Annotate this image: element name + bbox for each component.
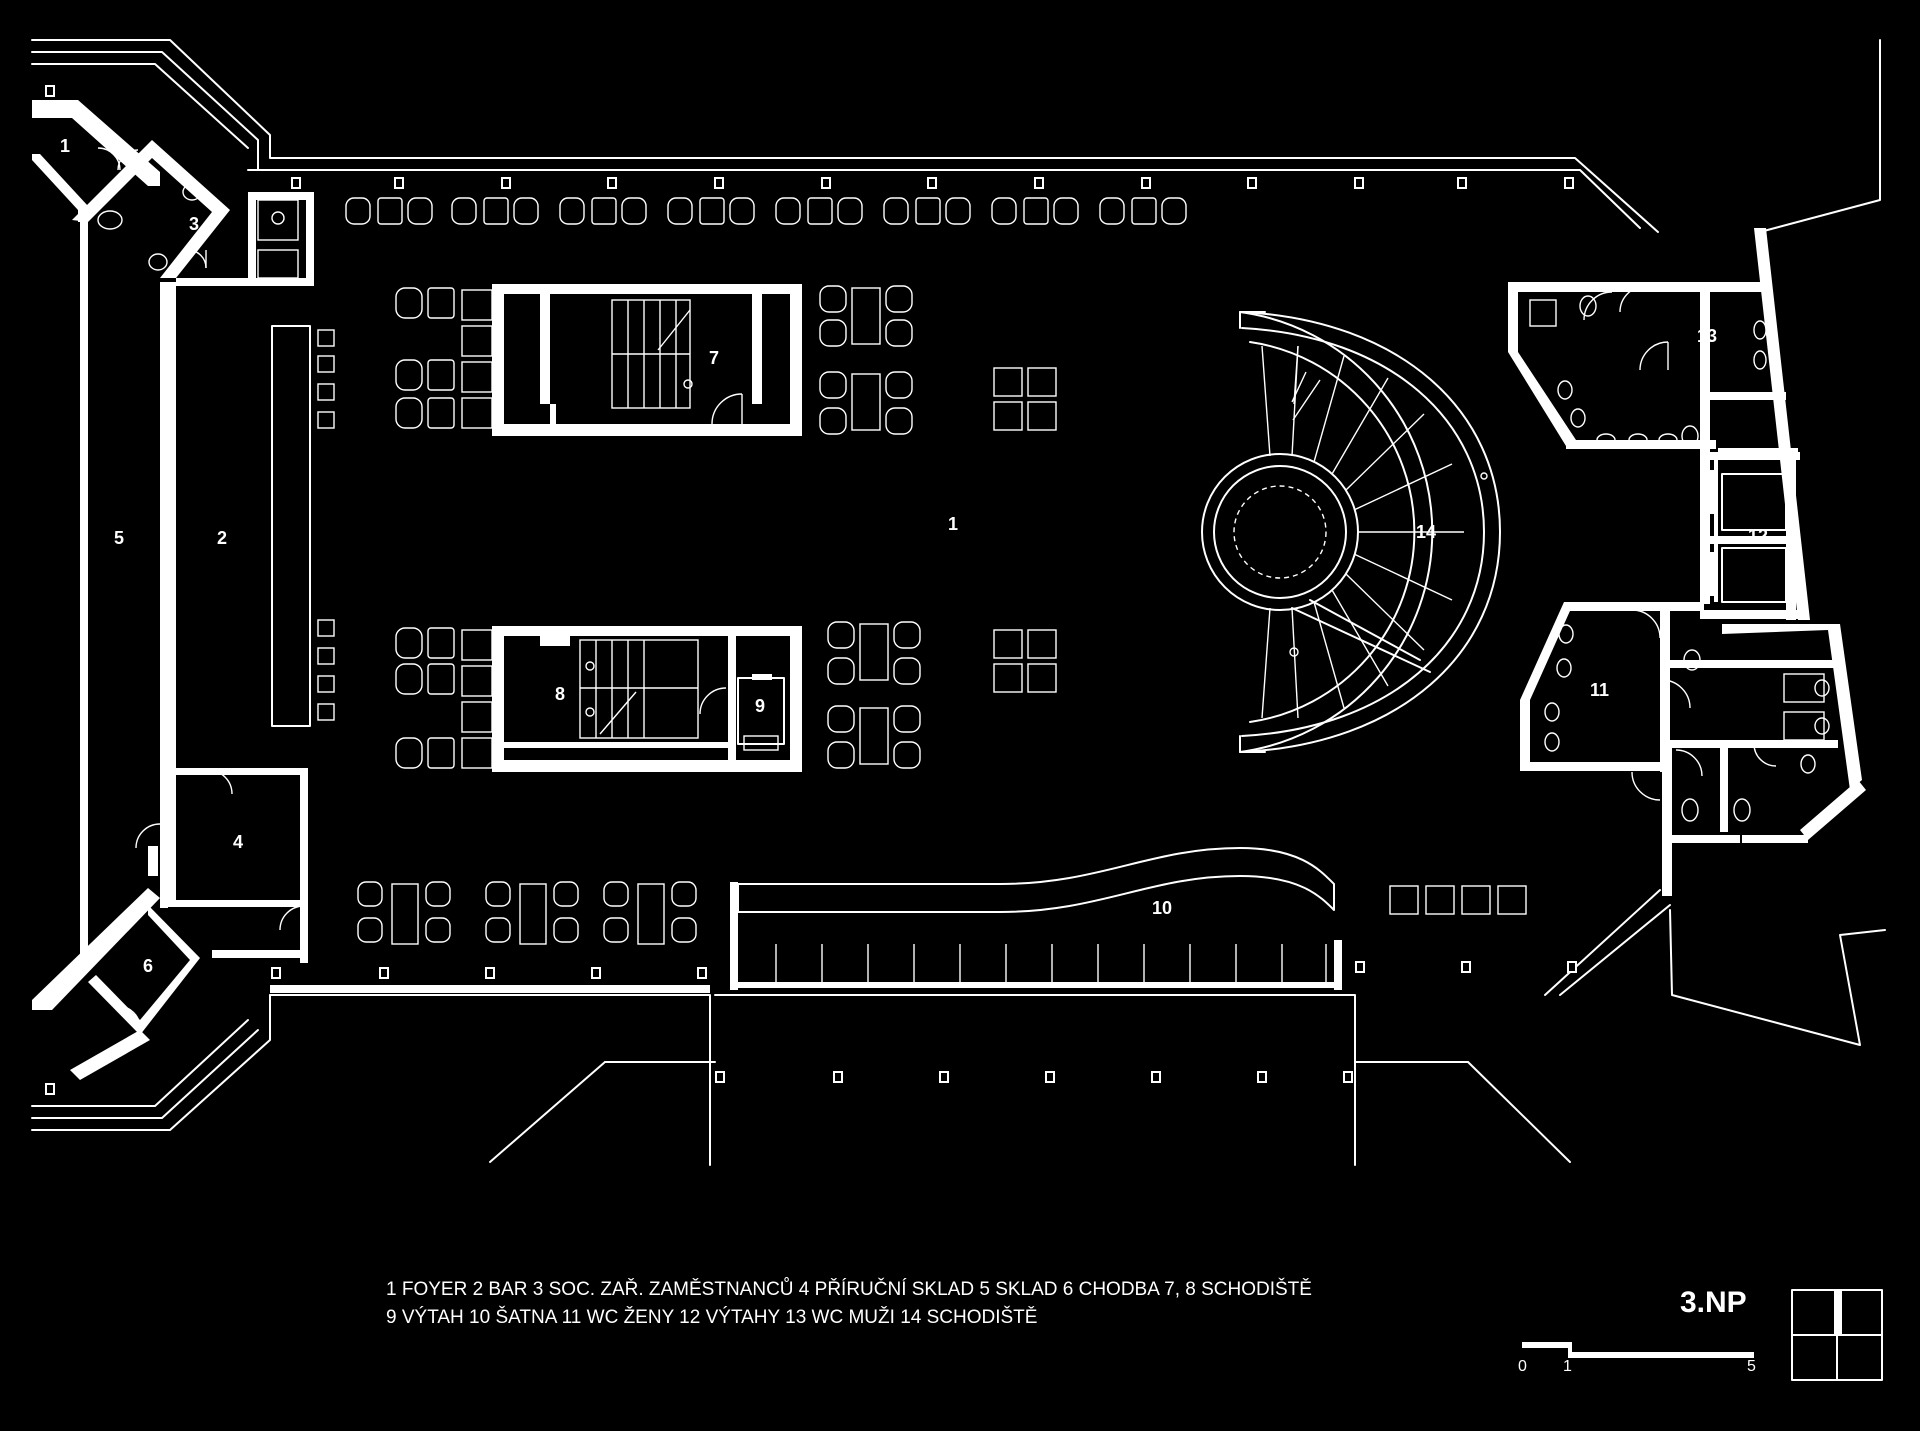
stair-core-7 (492, 284, 802, 436)
room-label-10: 10 (1152, 898, 1172, 918)
top-seating (345, 197, 1187, 225)
walls (32, 100, 1866, 1080)
floor-label: 3.NP (1680, 1286, 1747, 1319)
seating-core-7 (395, 285, 1057, 435)
spiral-stair-14 (1201, 311, 1501, 753)
legend-line-2: 9 VÝTAH 10 ŠATNA 11 WC ŽENY 12 VÝTAHY 13… (386, 1307, 1038, 1328)
room-label-4: 4 (233, 832, 243, 852)
room-label-2: 2 (217, 528, 227, 548)
wc-fixtures (1529, 285, 1830, 822)
scale-bar (1522, 1342, 1754, 1358)
bottom-seating (357, 881, 697, 945)
room-legend: 1 FOYER 2 BAR 3 SOC. ZAŘ. ZAMĚSTNANCŮ 4 … (386, 1276, 1312, 1332)
seating-core-8 (395, 621, 1057, 769)
room-label-8: 8 (555, 684, 565, 704)
key-plan-icon (1791, 1289, 1883, 1381)
room-label-12: 12 (1748, 526, 1768, 546)
room-labels: 1 3 5 2 4 6 7 8 9 1 10 11 12 13 14 (60, 136, 1768, 976)
facade-posts-bottom (45, 85, 1577, 1095)
facade-lines (31, 39, 1886, 1166)
stair-core-8 (492, 626, 802, 772)
staff-room-fixtures (97, 149, 299, 279)
facade-posts-top (291, 177, 1574, 189)
cloakroom-10 (730, 847, 1527, 990)
room-label-6: 6 (143, 956, 153, 976)
room-label-7: 7 (709, 348, 719, 368)
scale-tick-5: 5 (1747, 1358, 1756, 1375)
room-label-14: 14 (1416, 522, 1436, 542)
scale-tick-0: 0 (1518, 1358, 1527, 1375)
scale-tick-1: 1 (1563, 1358, 1572, 1375)
room-label-9: 9 (755, 696, 765, 716)
legend-line-1: 1 FOYER 2 BAR 3 SOC. ZAŘ. ZAMĚSTNANCŮ 4 … (386, 1279, 1312, 1300)
room-label-1-foyer: 1 (948, 514, 958, 534)
room-label-1-staff: 1 (60, 136, 70, 156)
room-label-3: 3 (189, 214, 199, 234)
room-label-11: 11 (1590, 680, 1609, 700)
bar-counter (271, 325, 335, 727)
room-label-13: 13 (1697, 326, 1717, 346)
room-label-5: 5 (114, 528, 124, 548)
left-doors (97, 147, 305, 1029)
